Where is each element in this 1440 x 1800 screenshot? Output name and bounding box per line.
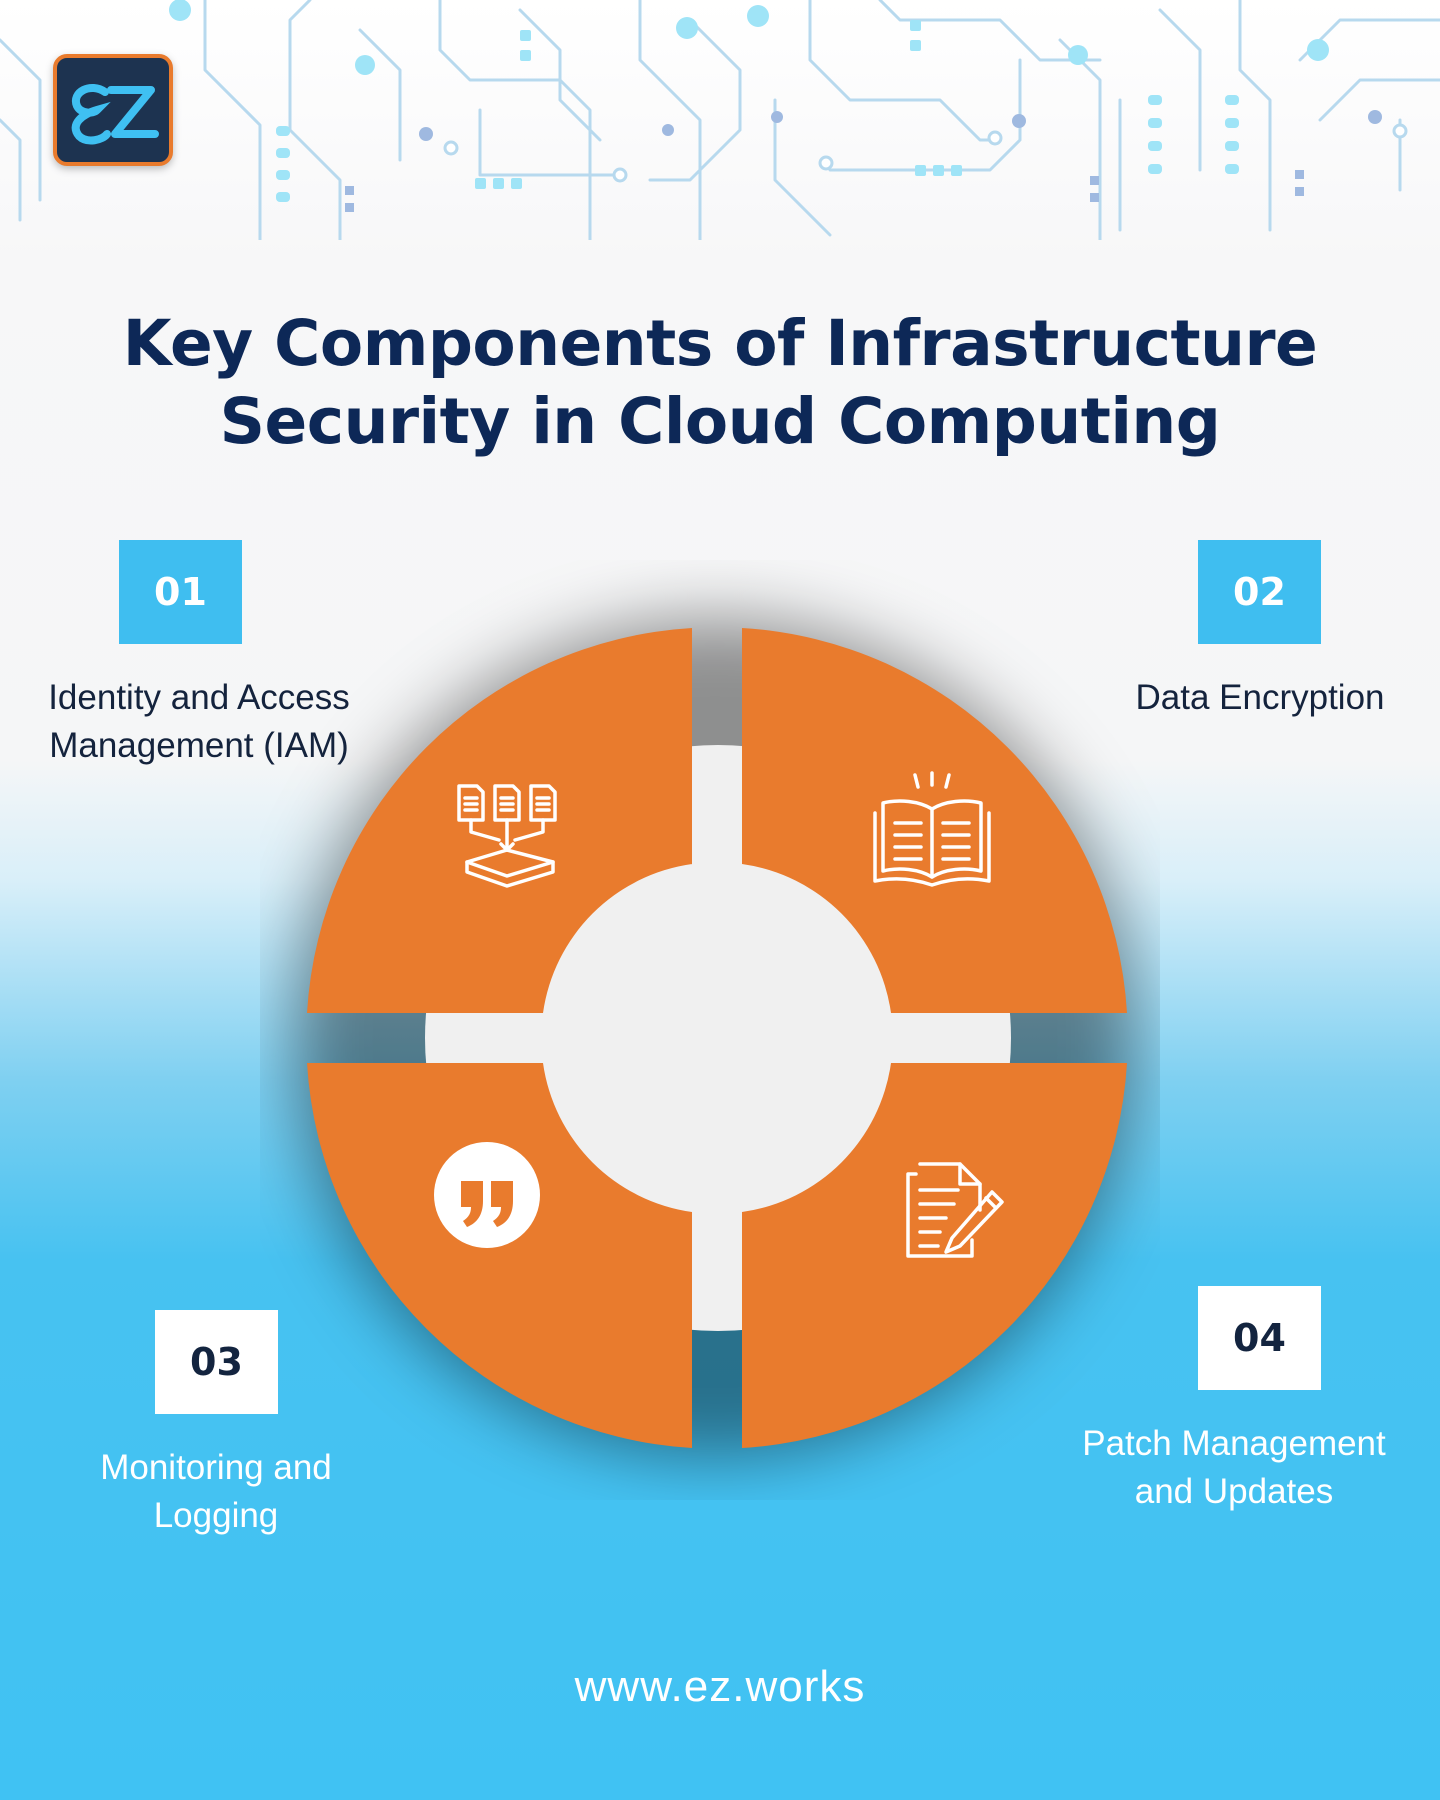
- badge-02-number: 02: [1233, 570, 1286, 614]
- page-title-line-1: Key Components of Infrastructure: [122, 307, 1318, 380]
- documents-to-tray-icon: [457, 784, 557, 888]
- label-02: Data Encryption: [1135, 678, 1385, 717]
- page-title-line-2: Security in Cloud Computing: [219, 385, 1221, 458]
- segment-03[interactable]: [307, 1063, 692, 1448]
- segment-02[interactable]: [742, 628, 1127, 1013]
- badge-03-number: 03: [190, 1340, 243, 1384]
- circuit-background: [0, 0, 1440, 240]
- label-03: Monitoring and Logging: [100, 1448, 332, 1535]
- label-01: Identity and Access Management (IAM): [48, 678, 350, 765]
- open-book-icon: [873, 771, 991, 887]
- document-pencil-icon: [906, 1162, 1004, 1258]
- components-wheel: [295, 618, 1135, 1458]
- wheel-center: [542, 863, 892, 1213]
- brand-logo-mark: [71, 84, 159, 145]
- badge-01: 01: [119, 540, 242, 644]
- brand-logo[interactable]: [53, 54, 173, 166]
- badge-01-number: 01: [154, 570, 207, 614]
- quote-bubble-icon: [434, 1142, 540, 1248]
- label-04: Patch Management and Updates: [1082, 1424, 1386, 1511]
- badge-03: 03: [155, 1310, 278, 1414]
- badge-04: 04: [1198, 1286, 1321, 1390]
- badge-02: 02: [1198, 540, 1321, 644]
- website-link[interactable]: www.ez.works: [574, 1662, 866, 1711]
- badge-04-number: 04: [1233, 1316, 1286, 1360]
- page-title: Key Components of Infrastructure Securit…: [120, 305, 1320, 461]
